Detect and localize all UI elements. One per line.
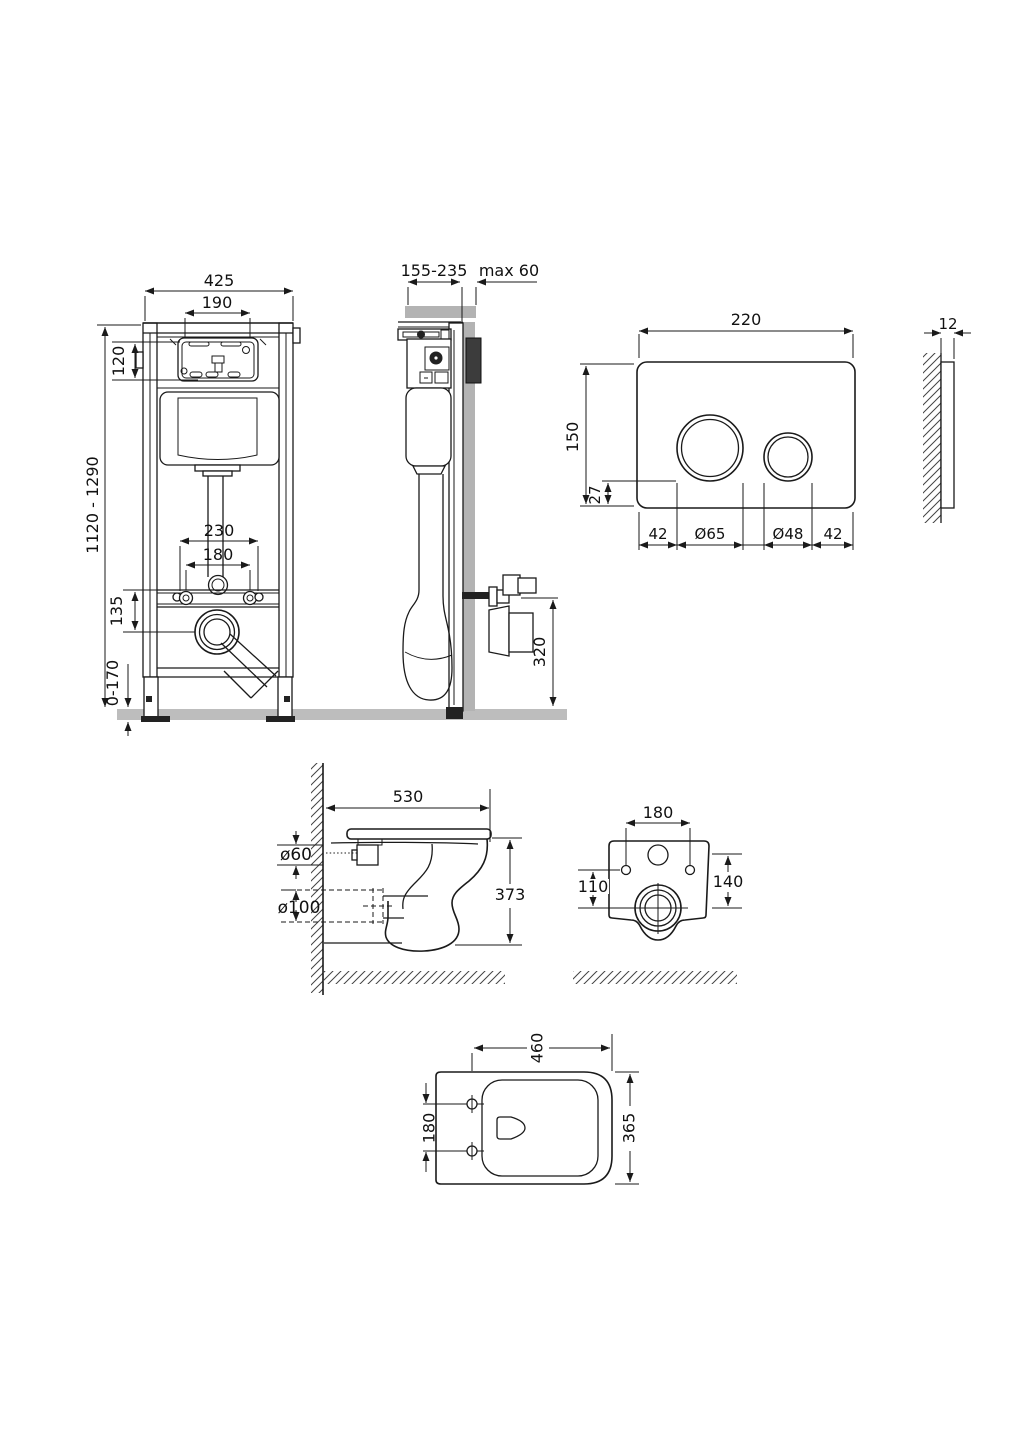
dim-plate-right-margin: 42 — [823, 525, 842, 543]
dim-seat-length: 460 — [528, 1033, 547, 1064]
dim-right-offset: 140 — [713, 872, 744, 891]
installation-frame-side-view — [397, 306, 537, 719]
dim-plate-height: 150 — [563, 422, 582, 453]
flush-plate-side-view: 12 — [923, 315, 971, 523]
dim-frame-depth-range: 155-235 — [401, 261, 468, 280]
flush-plate-front-view: 220 150 27 42 Ø65 Ø48 42 — [563, 310, 856, 550]
floor-hatch — [323, 971, 505, 984]
top-mount-rail — [405, 306, 476, 318]
frame-front-dimensions: 425 190 1120 - 1290 120 230 180 135 0-17… — [83, 271, 294, 736]
dim-button-bottom-offset: 27 — [586, 485, 604, 504]
toilet-seat-top-view: 460 180 365 — [420, 1033, 639, 1185]
bowl-side-dimensions: 530 ø60 ø100 373 — [277, 787, 526, 946]
dim-panel-height: 120 — [109, 346, 128, 377]
wall-hatch — [311, 763, 323, 993]
dim-frame-height-range: 1120 - 1290 — [83, 456, 102, 553]
dim-plate-thickness: 12 — [938, 315, 957, 333]
dim-frame-opening: 190 — [202, 293, 233, 312]
finished-floor-band — [117, 709, 567, 720]
dim-plate-width: 220 — [731, 310, 762, 329]
plate-access-box — [465, 337, 482, 384]
toilet-bowl-side-view — [281, 763, 505, 995]
dim-stud-spacing: 180 — [203, 545, 234, 564]
dim-foot-range: 0-170 — [103, 660, 122, 707]
dim-plate-left-margin: 42 — [648, 525, 667, 543]
toilet-bowl-rear-view: 180 110 140 — [573, 803, 745, 984]
dim-left-offset: 110 — [578, 877, 609, 896]
dim-stud-to-drain: 135 — [107, 596, 126, 627]
dim-facing-max: max 60 — [479, 261, 539, 280]
dim-drain-diameter: ø100 — [278, 898, 321, 918]
dim-seat-width: 365 — [620, 1113, 639, 1144]
dim-bowl-length: 530 — [393, 787, 424, 806]
frame-side-dimensions: 155-235 max 60 320 — [401, 261, 558, 706]
dim-bowl-height: 373 — [495, 885, 526, 904]
dim-large-button: Ø65 — [695, 525, 726, 543]
dim-anchor-spacing: 230 — [204, 521, 235, 540]
wall-hatch — [923, 353, 941, 523]
dim-frame-width: 425 — [204, 271, 235, 290]
floor-hatch — [573, 971, 737, 984]
dim-small-button: Ø48 — [773, 525, 804, 543]
facing-wall — [462, 322, 475, 711]
dim-flush-inlet: ø60 — [280, 845, 312, 865]
dim-bolt-spacing: 180 — [643, 803, 674, 822]
dim-seat-bolt-spacing: 180 — [420, 1113, 439, 1144]
dim-outlet-height: 320 — [530, 637, 549, 668]
installation-frame-front-view — [135, 322, 301, 722]
